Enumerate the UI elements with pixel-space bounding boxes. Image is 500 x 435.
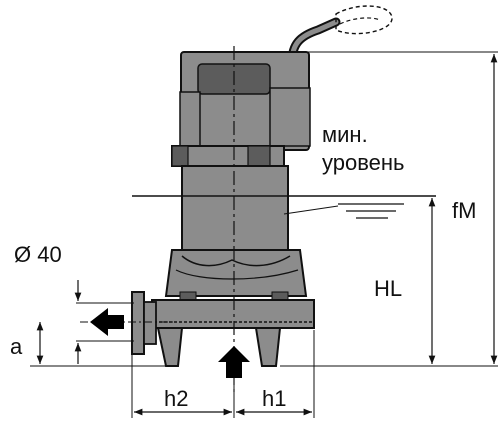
diameter-label: Ø 40: [14, 242, 62, 267]
dimension-lines: [36, 54, 498, 416]
extension-lines: [30, 51, 498, 418]
dimension-h1-label: h1: [262, 386, 286, 411]
water-level-marks: [132, 195, 436, 219]
arrow-up-icon: [218, 346, 250, 378]
arrow-left-icon: [90, 308, 124, 336]
pump-casing: [151, 249, 315, 367]
dimension-hl-label: HL: [374, 276, 402, 301]
dimension-h2-label: h2: [164, 386, 188, 411]
motor-housing: [171, 51, 311, 251]
outlet-flange: [131, 291, 157, 355]
dimension-a-label: a: [10, 334, 23, 359]
dimension-fm-label: fM: [452, 198, 476, 223]
min-level-label-line2: уровень: [322, 150, 405, 175]
min-level-label-line1: мин.: [322, 122, 368, 147]
